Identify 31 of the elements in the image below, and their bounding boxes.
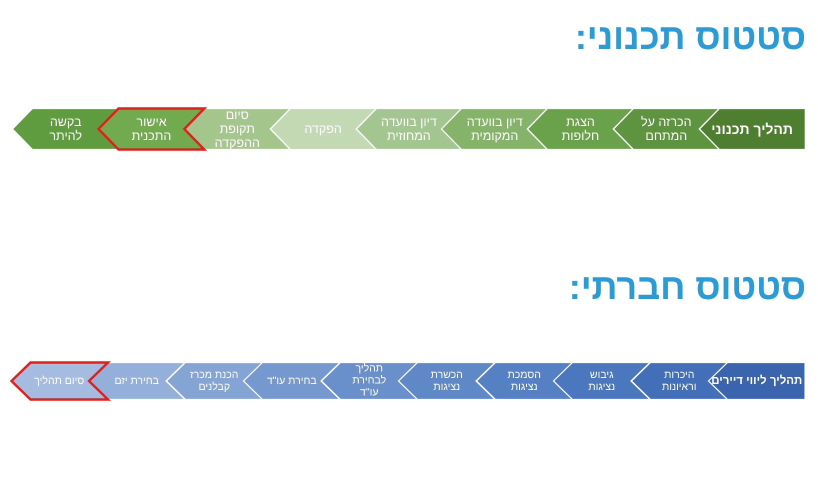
step-label: הכרזה על המתחם <box>640 114 693 142</box>
chevron-step <box>97 106 206 150</box>
step-label: הצגת חלופות <box>560 114 600 142</box>
section-heading: סטטוס חברתי: <box>568 267 806 307</box>
step-label: בחירת עו"ד <box>266 374 317 387</box>
step-label: הכשרת נציגות <box>430 368 464 393</box>
step-label: הסמכת נציגות <box>506 368 542 393</box>
chevron-step <box>268 106 378 150</box>
step-label: בקשה להיתר <box>48 114 83 142</box>
step-label: היכרות וראיונות <box>661 368 698 393</box>
step-label: הפקדה <box>304 122 342 136</box>
step-label: אישור התכנית <box>130 114 172 142</box>
step-label: תהליך תכנוני <box>711 122 793 136</box>
step-label: בחירת יזם <box>114 374 159 387</box>
step-label: סיום תהליך <box>34 374 84 387</box>
chevron-step <box>397 360 496 400</box>
pentagon-step <box>698 106 806 150</box>
pentagon-step <box>707 360 806 400</box>
step-label: תהליך לבחירת עו"ד <box>351 362 388 399</box>
chevron-step <box>10 360 109 400</box>
step-label: גיבוש נציגות <box>587 368 616 393</box>
step-label: דיון בוועדה המקומית <box>466 114 524 142</box>
section-heading: סטטוס תכנוני: <box>574 17 806 57</box>
chevron-step <box>526 106 635 150</box>
step-label: סיום תקופת ההפקדה <box>214 108 260 150</box>
step-label: דיון בוועדה המחוזית <box>380 114 438 142</box>
chevron-step <box>242 360 342 400</box>
chevron-step <box>552 360 652 400</box>
step-label: תהליך ליווי דיירים <box>711 374 802 387</box>
chevron-step <box>474 360 574 400</box>
step-label: הכנת מכרז קבלנים <box>189 368 240 393</box>
